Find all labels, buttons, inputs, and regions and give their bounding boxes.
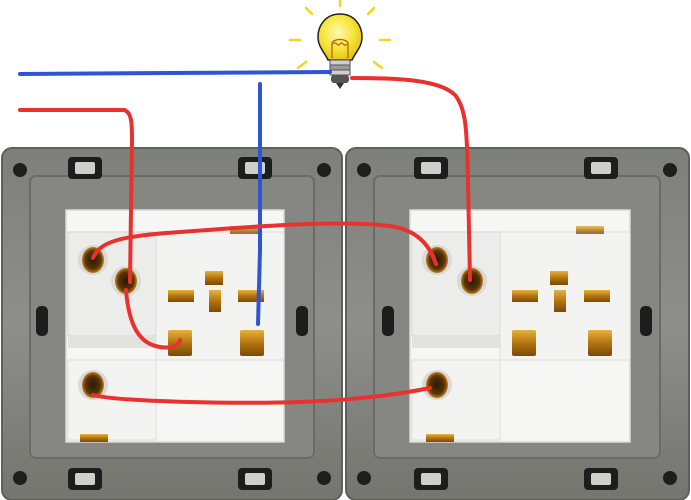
terminal-l2 [422, 370, 452, 400]
screw-hole [357, 471, 371, 485]
screw-hole [663, 163, 677, 177]
socket-terminals-right [512, 271, 612, 356]
side-slot [296, 306, 308, 336]
light-bulb-icon [288, 0, 392, 89]
screw-hole [317, 163, 331, 177]
switch-module-right [409, 209, 631, 443]
traveler-wire-bottom [91, 386, 432, 405]
screw-hole [13, 163, 27, 177]
neutral-wire-supply [18, 70, 332, 76]
terminal-l1 [422, 245, 452, 275]
terminal-l1 [78, 245, 108, 275]
traveler-wire-top [91, 221, 438, 266]
terminal-l [457, 266, 487, 296]
screw-hole [317, 471, 331, 485]
side-slot [36, 306, 48, 336]
screw-hole [13, 471, 27, 485]
screw-hole [663, 471, 677, 485]
lamp-wire [350, 76, 472, 282]
live-wire-supply [18, 108, 134, 284]
switch-module-left [65, 209, 285, 443]
live-wire-socket-loop [124, 288, 182, 350]
side-slot [640, 306, 652, 336]
side-slot [382, 306, 394, 336]
terminal-l2 [78, 370, 108, 400]
screw-hole [357, 163, 371, 177]
neutral-wire-socket [256, 82, 262, 326]
